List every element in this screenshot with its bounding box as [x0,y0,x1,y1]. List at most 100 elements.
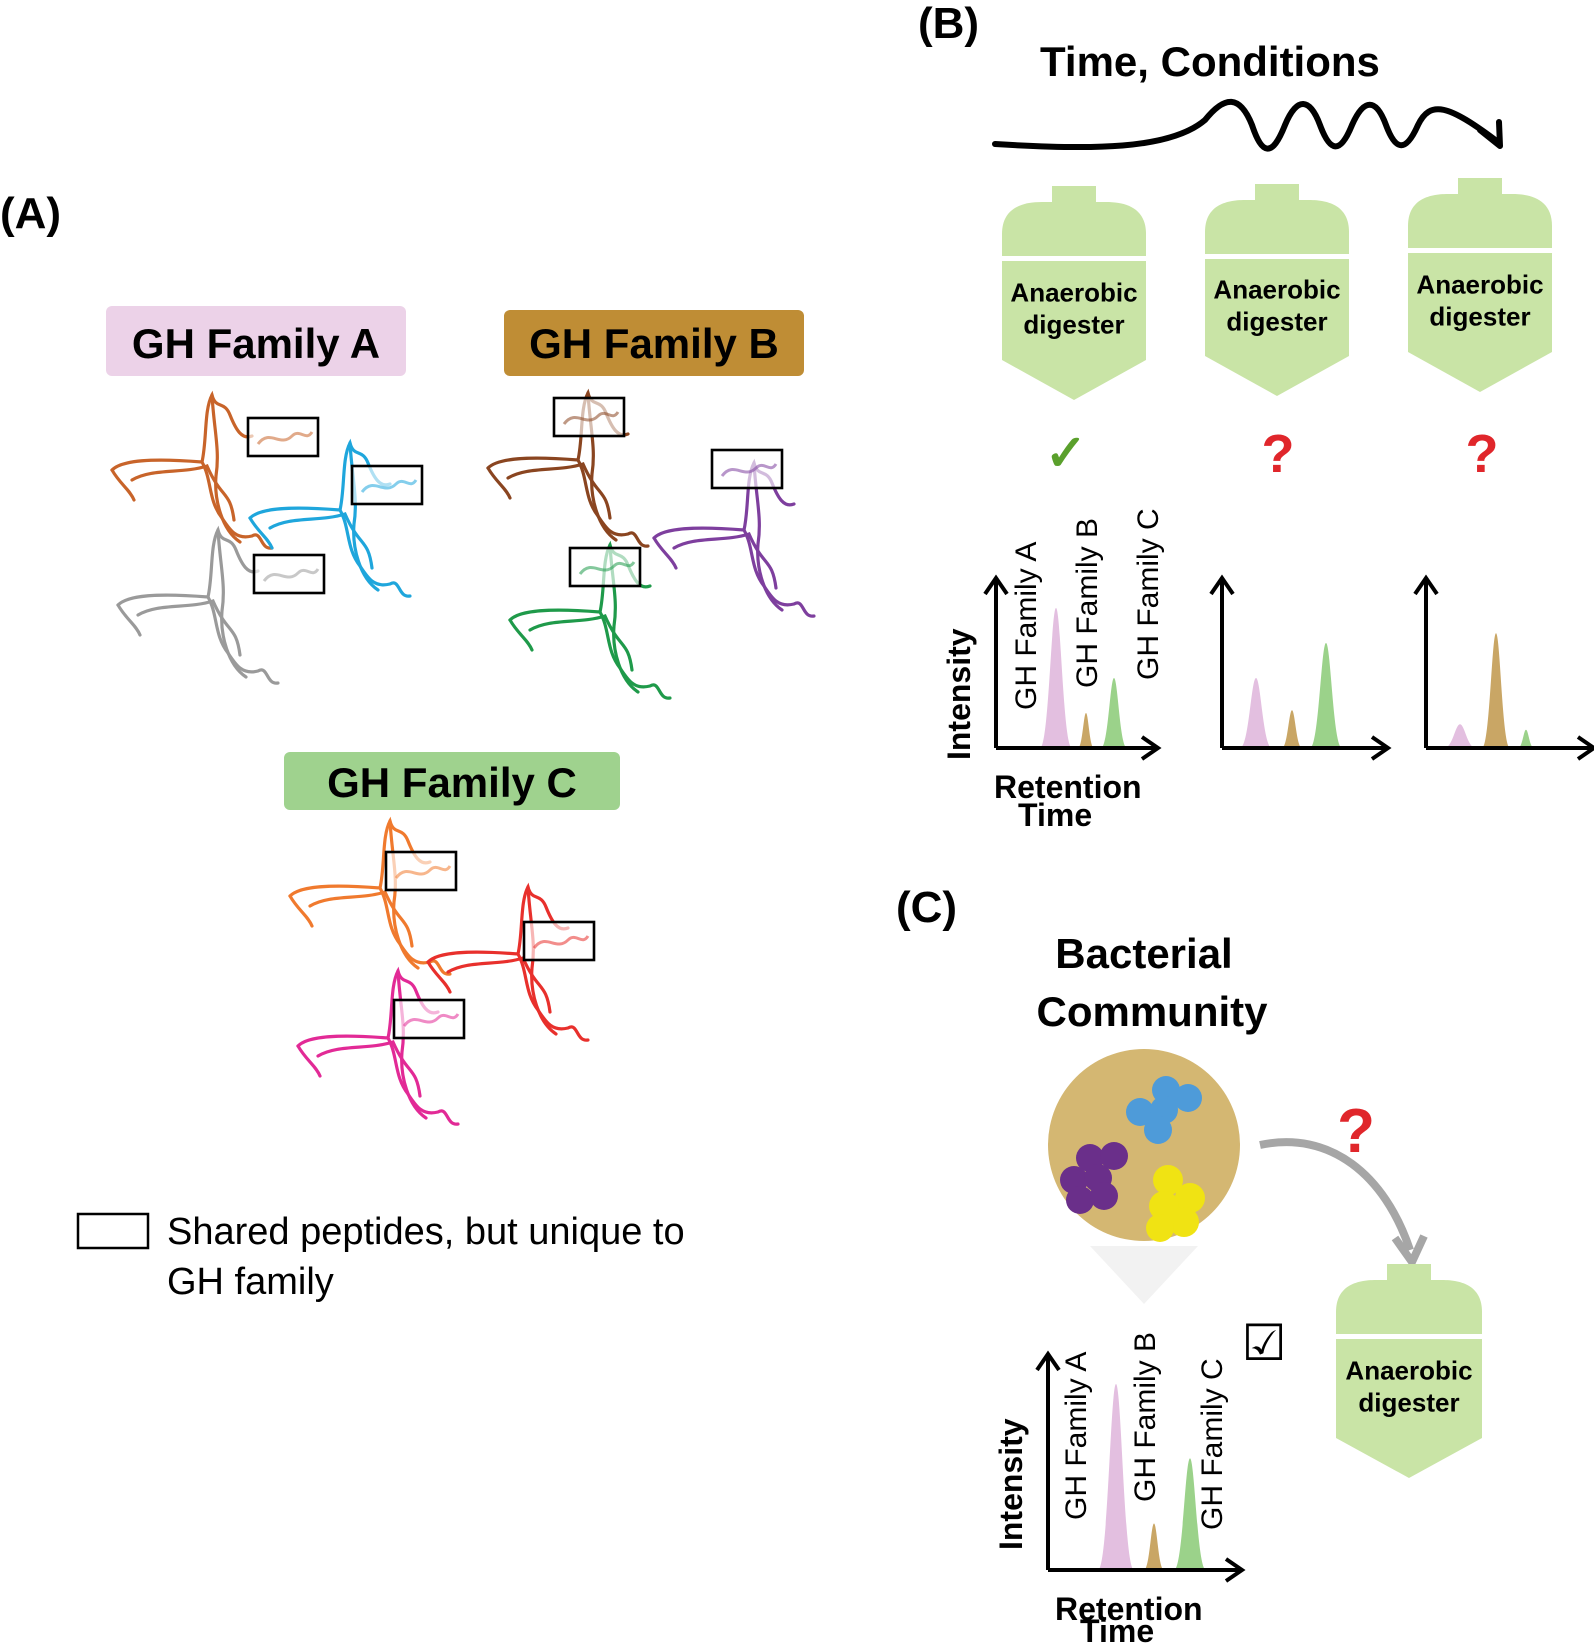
panel-b: (B) Time, Conditions AnaerobicdigesterAn… [918,0,1594,833]
chromatograms-b [983,574,1594,761]
x-axis-arrow-icon [1224,1557,1246,1583]
protein-strand [742,528,816,618]
peptide-trace [562,411,620,426]
chromatogram-peak [1144,1523,1164,1570]
family-c-label: GH Family C [327,759,577,806]
protein-structures [110,388,816,1126]
digester-band [1205,254,1349,259]
protein-strand [268,512,374,570]
chromatogram-peak [1518,729,1534,748]
bacterial-cell [1169,1207,1199,1237]
protein-structure [248,438,424,598]
legend-text-line1: Shared peptides, but unique to [167,1211,685,1253]
protein-strand [216,528,248,679]
protein-strand [116,603,142,637]
x-axis-label-line1: Retention [994,769,1142,805]
question-mark-icon: ? [1262,424,1295,484]
protein-strand [200,460,274,550]
digester-cap [1458,178,1502,194]
protein-strand [526,885,558,1036]
funnel-triangle [1090,1246,1198,1304]
protein-structure [486,388,650,548]
chromatogram-peak [1240,678,1272,748]
y-axis-arrow-icon [1413,574,1439,596]
protein-strand [506,462,612,520]
protein-strand [396,969,428,1120]
protein-strand [378,886,452,976]
digester-label-line1: Anaerobic [1010,278,1137,308]
y-axis-label: Intensity [993,1418,1029,1550]
chromatogram [1209,574,1392,761]
protein-structure [116,525,326,685]
bacterial-cell [1066,1186,1094,1214]
protein-strand [210,393,242,544]
protein-strand [316,1040,422,1098]
time-wave-arrow [992,98,1501,152]
digester-label-line2: digester [1226,306,1327,336]
chromatogram-peak [1101,678,1127,748]
protein-structure [110,390,320,550]
protein-strand [752,461,784,612]
peak-label-b: GH Family B [1071,518,1104,688]
protein-strand [426,960,452,994]
protein-structure [426,882,596,1042]
chromatogram-c [1035,1350,1246,1583]
panel-a: (A) GH Family A GH Family B GH Family C … [0,189,816,1303]
digester-body [1205,200,1349,396]
panel-c-label: (C) [896,883,957,932]
digester-band [1336,1334,1482,1339]
peptide-trace [394,865,452,880]
x-axis-label-line2: Time [1018,797,1092,833]
digester-band [1002,256,1146,261]
protein-strand [508,618,534,652]
digester-cap [1255,184,1299,200]
chromatogram-peak [1098,1384,1134,1570]
protein-strand [206,595,280,685]
check-mark-icon: ✓ [1045,425,1087,481]
peptide-trace [360,479,418,494]
chromatogram [1413,574,1594,761]
question-mark-icon: ? [1337,1097,1375,1166]
protein-strand [652,536,678,570]
protein-structure [508,540,672,700]
chromatogram [1035,1350,1246,1583]
digester-label-line2: digester [1023,310,1124,340]
question-mark-icon: ? [1466,424,1499,484]
peptide-trace [256,431,314,446]
protein-strand [296,1044,322,1078]
peak-label-c: GH Family C [1196,1358,1229,1530]
family-b-label: GH Family B [529,320,779,367]
bacterial-cell [1144,1116,1172,1144]
panel-c-title-line2: Community [1037,988,1269,1035]
peptide-trace [720,463,778,478]
protein-strand [248,516,274,550]
y-axis-arrow-icon [1035,1350,1061,1372]
peak-label-a: GH Family A [1010,542,1043,710]
x-axis-arrow-icon [1370,735,1392,761]
chromatogram-peak [1310,643,1342,748]
digester-band [1408,248,1552,253]
peptide-trace [578,561,636,576]
bacterial-cell [1100,1142,1128,1170]
digester-cap [1387,1264,1431,1280]
bacterial-cell [1146,1214,1174,1242]
x-axis-arrow-icon [1140,735,1162,761]
chromatogram-peak [1078,713,1094,748]
family-c-badge [284,752,620,810]
chromatogram-peak [1282,710,1302,748]
peak-label-c: GH Family C [1132,508,1165,680]
y-axis-label: Intensity [941,628,977,760]
peak-label-a: GH Family A [1060,1352,1093,1520]
protein-strand [110,468,136,502]
legend-box-icon [76,1212,150,1250]
protein-strand [388,819,420,970]
protein-strand [528,614,634,672]
chromatogram-peak [1444,724,1476,748]
family-b-badge [504,310,804,376]
digesters-row: AnaerobicdigesterAnaerobicdigesterAnaero… [1002,178,1552,400]
panel-c: (C) Bacterial Community ? Anaerobicdiges… [896,883,1482,1646]
digester-label-line1: Anaerobic [1345,1356,1472,1386]
